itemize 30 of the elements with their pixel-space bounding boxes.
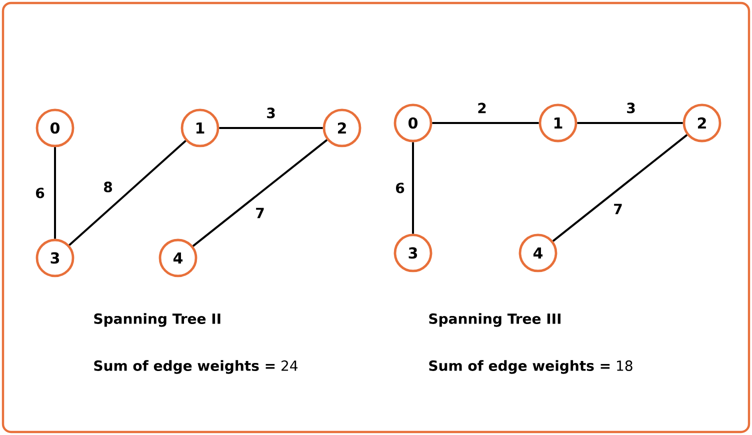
graph-vertex: 2 bbox=[682, 104, 722, 142]
graph-vertex: 3 bbox=[36, 238, 74, 278]
graph-vertex: 2 bbox=[322, 108, 362, 148]
graph-vertex: 4 bbox=[518, 234, 558, 272]
edge-weight: 7 bbox=[612, 202, 624, 216]
tree-title: Spanning Tree II bbox=[94, 313, 220, 327]
edge-line bbox=[54, 147, 56, 239]
edge-weight: 8 bbox=[102, 180, 114, 194]
edge-line bbox=[412, 142, 414, 234]
edge-line bbox=[219, 126, 323, 129]
graph-vertex: 4 bbox=[158, 238, 198, 278]
graph-vertex: 1 bbox=[538, 104, 578, 142]
graph-vertex: 3 bbox=[394, 234, 432, 272]
edge-weight: 3 bbox=[625, 102, 637, 114]
edge-line bbox=[552, 134, 688, 242]
edge-weight: 3 bbox=[265, 106, 277, 120]
edge-line bbox=[577, 122, 683, 124]
graph-vertex: 0 bbox=[36, 108, 74, 148]
graph-vertex: 1 bbox=[180, 108, 220, 148]
edge-weight: 2 bbox=[476, 102, 488, 114]
edge-line bbox=[68, 140, 186, 246]
edge-weight: 7 bbox=[254, 206, 266, 220]
edge-line bbox=[432, 122, 539, 124]
weight-sum: Sum of edge weights = 18 bbox=[429, 360, 632, 374]
tree-title: Spanning Tree III bbox=[429, 313, 560, 327]
edge-weight: 6 bbox=[34, 186, 46, 200]
edge-weight: 6 bbox=[394, 182, 406, 194]
graph-vertex: 0 bbox=[394, 104, 432, 142]
edge-line bbox=[192, 139, 328, 247]
weight-sum: Sum of edge weights = 24 bbox=[94, 360, 298, 374]
